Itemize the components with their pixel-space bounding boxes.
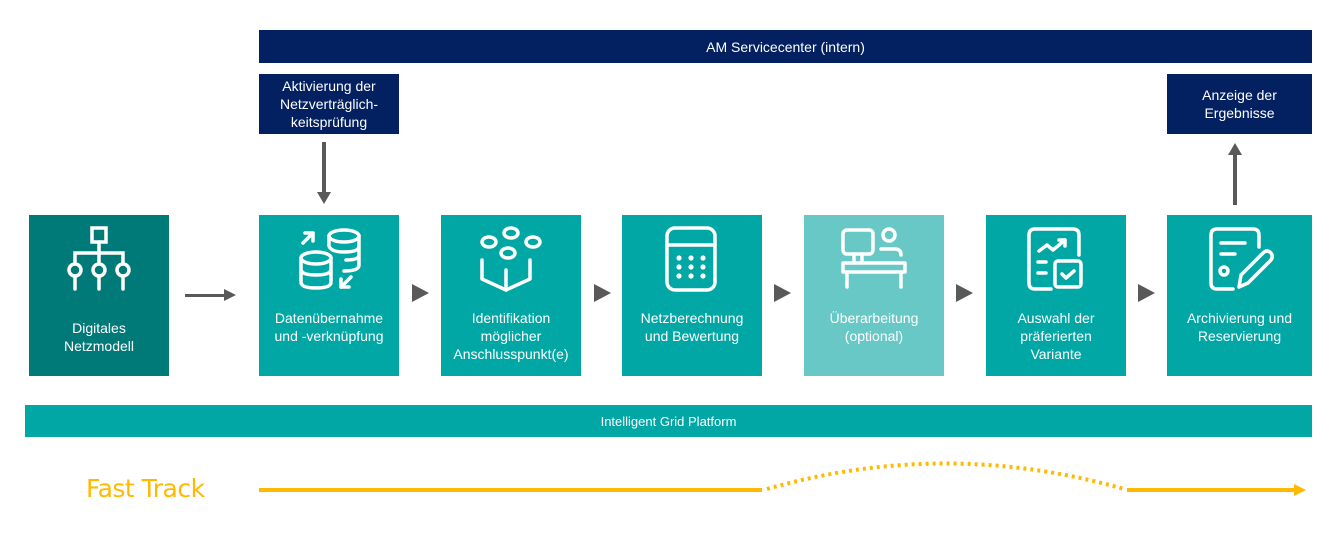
step-revision-optional: Überarbeitung (optional) <box>804 215 944 376</box>
step-label-line: Digitales <box>72 320 126 336</box>
flow-arrow-line <box>185 294 225 297</box>
step-label-line: und -verknüpfung <box>274 328 384 344</box>
am-servicecenter-label: AM Servicecenter (intern) <box>706 38 865 55</box>
activation-box: Aktivierung der Netzverträglich- keitspr… <box>259 74 399 134</box>
step-label-line: und Bewertung <box>644 328 740 344</box>
activation-line: Aktivierung der <box>282 78 376 94</box>
step-label-line: Datenübernahme <box>274 310 384 326</box>
results-arrow-line <box>1233 155 1237 205</box>
activation-line: Netzverträglich- <box>279 96 379 112</box>
results-line: Anzeige der <box>1202 87 1277 103</box>
database-sync-icon <box>294 225 364 295</box>
intelligent-grid-platform-bar: Intelligent Grid Platform <box>25 405 1312 437</box>
step-label-line: möglicher <box>480 328 542 344</box>
step-label-line: Anschlusspunkt(e) <box>453 346 569 362</box>
step-select-variant: Auswahl der präferierten Variante <box>986 215 1126 376</box>
fast-track-dotted-arc <box>766 461 1125 491</box>
calculator-icon <box>657 225 727 295</box>
activation-line: keitsprüfung <box>290 114 368 130</box>
document-edit-icon <box>1205 225 1275 295</box>
step-label-line: (optional) <box>844 328 904 344</box>
flow-triangle <box>412 284 429 302</box>
step-label-line: Variante <box>1030 346 1082 362</box>
workstation-user-icon <box>839 225 909 295</box>
flow-triangle <box>774 284 791 302</box>
step-label-line: Netzmodell <box>63 338 135 354</box>
step-label-line: Identifikation <box>471 310 551 326</box>
results-arrow-head <box>1228 143 1242 155</box>
flow-triangle <box>594 284 611 302</box>
step-digital-grid-model: Digitales Netzmodell <box>29 215 169 376</box>
step-label-line: präferierten <box>1020 328 1092 344</box>
activation-arrow-head <box>317 192 331 204</box>
step-label-line: Auswahl der <box>1017 310 1095 326</box>
platform-label: Intelligent Grid Platform <box>600 413 737 429</box>
chart-checklist-icon <box>1021 225 1091 295</box>
step-label-line: Überarbeitung <box>829 310 919 326</box>
network-hierarchy-icon <box>64 225 134 295</box>
results-line: Ergebnisse <box>1204 105 1275 121</box>
flow-arrow-head <box>224 289 236 301</box>
step-label-line: Netzberechnung <box>640 310 744 326</box>
fast-track-arrow-head <box>1294 484 1306 496</box>
fast-track-label: Fast Track <box>86 474 205 503</box>
results-box: Anzeige der Ergebnisse <box>1167 74 1312 134</box>
flow-triangle <box>956 284 973 302</box>
activation-arrow-line <box>322 142 326 192</box>
fast-track-line <box>259 461 1306 496</box>
step-archive-reserve: Archivierung und Reservierung <box>1167 215 1312 376</box>
step-identify-connection-points: Identifikation möglicher Anschlusspunkt(… <box>441 215 581 376</box>
step-data-import: Datenübernahme und -verknüpfung <box>259 215 399 376</box>
connection-points-icon <box>476 225 546 295</box>
am-servicecenter-bar: AM Servicecenter (intern) <box>259 30 1312 63</box>
flow-triangle <box>1138 284 1155 302</box>
step-grid-calculation: Netzberechnung und Bewertung <box>622 215 762 376</box>
step-label-line: Archivierung und <box>1186 310 1293 326</box>
step-label-line: Reservierung <box>1197 328 1282 344</box>
